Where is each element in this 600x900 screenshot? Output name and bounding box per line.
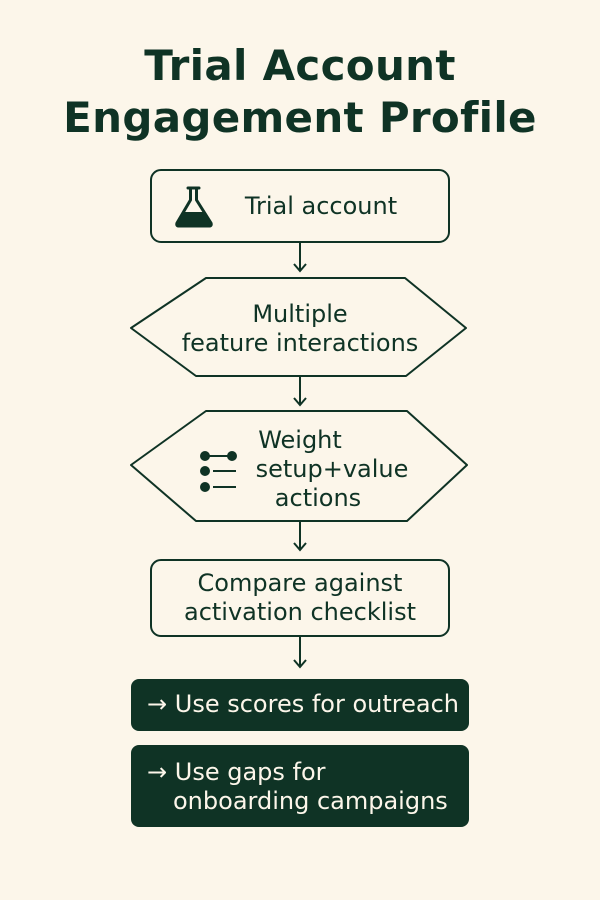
title-line-1: Trial Account (144, 41, 456, 90)
trial-account-box (150, 169, 450, 243)
title-line-2: Engagement Profile (63, 93, 537, 142)
feature-interactions-line-1: Multiple (252, 300, 348, 328)
feature-interactions-line-2: feature interactions (181, 329, 419, 357)
weight-actions-label: Weight setup+value actions (232, 426, 432, 513)
arrow-right-icon: → (147, 690, 168, 718)
weight-actions-line-2: setup+value (255, 455, 409, 483)
arrow-3 (293, 522, 307, 552)
arrow-1 (293, 243, 307, 273)
weight-actions-line-1: Weight (258, 426, 342, 454)
arrow-4 (293, 637, 307, 669)
compare-label: Compare against activation checklist (150, 569, 450, 627)
compare-box (150, 559, 450, 637)
arrow-2 (293, 377, 307, 407)
arrow-right-icon: → (147, 758, 168, 786)
feature-interactions-hexagon (130, 277, 467, 377)
feature-interactions-label: Multiple feature interactions (150, 300, 450, 358)
list-icon (200, 451, 237, 492)
flask-icon (175, 186, 213, 228)
compare-line-2: activation checklist (183, 598, 416, 626)
compare-line-1: Compare against (197, 569, 403, 597)
weight-actions-line-3: actions (274, 484, 362, 512)
onboarding-line-1: Use gaps for (174, 758, 326, 786)
outreach-label: Use scores for outreach (174, 690, 459, 718)
onboarding-action: → Use gaps for onboarding campaigns (131, 745, 469, 827)
outreach-action: → Use scores for outreach (131, 679, 469, 731)
diagram-title: Trial Account Engagement Profile (0, 40, 600, 144)
weight-actions-hexagon (130, 410, 468, 522)
onboarding-line-2: onboarding campaigns (173, 787, 448, 815)
trial-account-label: Trial account (244, 192, 398, 220)
